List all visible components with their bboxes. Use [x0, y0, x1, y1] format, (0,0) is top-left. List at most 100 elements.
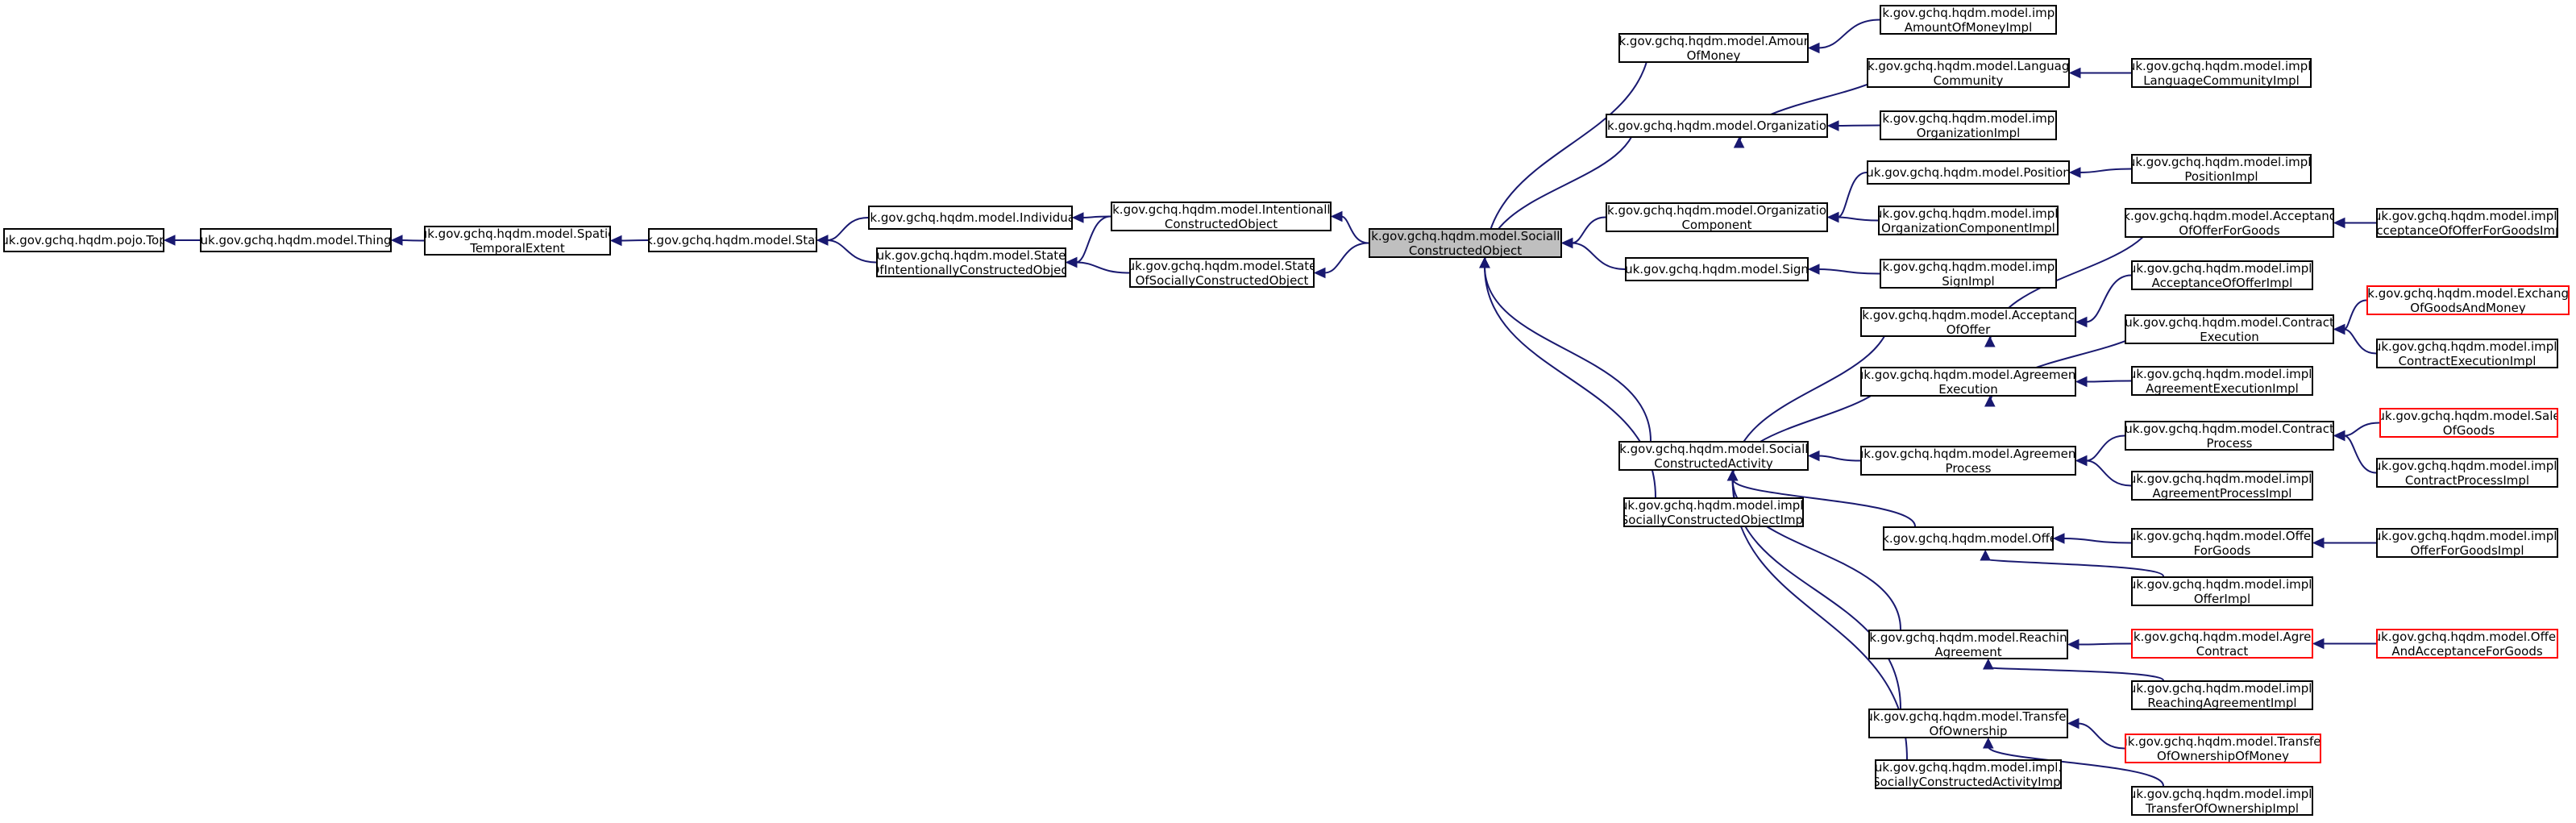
- class-node-state[interactable]: uk.gov.gchq.hqdm.model.State: [648, 228, 817, 252]
- class-node-positionimpl[interactable]: uk.gov.gchq.hqdm.model.impl.PositionImpl: [2131, 154, 2312, 184]
- class-node-top[interactable]: uk.gov.gchq.hqdm.pojo.Top: [3, 228, 164, 252]
- inheritance-arrowhead: [1826, 120, 1839, 131]
- class-node-label: uk.gov.gchq.hqdm.model.State: [1129, 258, 1315, 273]
- class-node-signimpl[interactable]: uk.gov.gchq.hqdm.model.impl.SignImpl: [1880, 259, 2057, 289]
- inheritance-arrowhead: [1807, 42, 1820, 54]
- class-node-scoimpl[interactable]: uk.gov.gchq.hqdm.model.impl.SociallyCons…: [1623, 497, 1804, 527]
- inheritance-arrowhead: [2312, 638, 2325, 650]
- class-node-label: OfGoodsAndMoney: [2410, 300, 2526, 315]
- inheritance-edge: [1837, 124, 1880, 127]
- class-node-label: uk.gov.gchq.hqdm.model.impl.: [2131, 680, 2313, 696]
- inheritance-edge: [620, 239, 649, 242]
- class-node-label: uk.gov.gchq.hqdm.model.Agree: [2131, 629, 2313, 644]
- class-node-label: uk.gov.gchq.hqdm.model.Sale: [2379, 408, 2558, 423]
- inheritance-edge: [2085, 459, 2132, 487]
- class-node-position[interactable]: uk.gov.gchq.hqdm.model.Position: [1867, 160, 2070, 185]
- inheritance-edge: [2085, 380, 2132, 383]
- class-node-label: uk.gov.gchq.hqdm.model.impl.: [2131, 154, 2312, 169]
- inheritance-arrowhead: [1330, 210, 1343, 222]
- class-node-label: Process: [1945, 460, 1992, 476]
- class-node-label: TemporalExtent: [470, 240, 565, 256]
- class-node-langcommimpl[interactable]: uk.gov.gchq.hqdm.model.impl.LanguageComm…: [2131, 58, 2312, 88]
- inheritance-edge: [1484, 32, 1652, 267]
- class-node-label: uk.gov.gchq.hqdm.model.Exchange: [2366, 285, 2570, 301]
- class-node-transferimpl[interactable]: uk.gov.gchq.hqdm.model.impl.TransferOfOw…: [2131, 786, 2313, 816]
- class-node-label: Execution: [1938, 381, 1998, 397]
- inheritance-edge: [1323, 242, 1369, 274]
- class-node-sign[interactable]: uk.gov.gchq.hqdm.model.Sign: [1625, 257, 1809, 281]
- class-node-label: ConstructedActivity: [1654, 455, 1773, 471]
- class-node-amountimpl[interactable]: uk.gov.gchq.hqdm.model.impl.AmountOfMone…: [1880, 5, 2057, 35]
- class-node-orgcompimpl[interactable]: uk.gov.gchq.hqdm.model.impl.Organization…: [1878, 206, 2059, 235]
- inheritance-arrowhead: [2075, 455, 2088, 467]
- class-node-label: ReachingAgreementImpl: [2147, 695, 2297, 710]
- class-node-label: OfOffer: [1946, 322, 1991, 337]
- class-node-orgimpl[interactable]: uk.gov.gchq.hqdm.model.impl.Organization…: [1880, 110, 2057, 140]
- class-node-label: uk.gov.gchq.hqdm.model.impl.: [2131, 260, 2313, 276]
- inheritance-edge: [1731, 478, 1908, 760]
- class-node-label: uk.gov.gchq.hqdm.model.Agreement: [1860, 446, 2076, 461]
- class-node-thing[interactable]: uk.gov.gchq.hqdm.model.Thing: [200, 228, 392, 252]
- class-node-label: uk.gov.gchq.hqdm.model.Individual: [868, 210, 1073, 225]
- class-node-reachingimpl[interactable]: uk.gov.gchq.hqdm.model.impl.ReachingAgre…: [2131, 680, 2313, 710]
- class-node-label: uk.gov.gchq.hqdm.model.Thing: [200, 233, 392, 247]
- class-node-label: uk.gov.gchq.hqdm.model.Spatio: [424, 226, 611, 241]
- class-node-agrexecimpl[interactable]: uk.gov.gchq.hqdm.model.impl.AgreementExe…: [2131, 366, 2313, 396]
- class-node-offer[interactable]: uk.gov.gchq.hqdm.model.Offer: [1883, 526, 2054, 551]
- class-node-contractprocimpl[interactable]: uk.gov.gchq.hqdm.model.impl.ContractProc…: [2376, 458, 2558, 488]
- edge-layer: [163, 19, 2380, 787]
- class-node-aoofgimpl[interactable]: uk.gov.gchq.hqdm.model.impl.AcceptanceOf…: [2376, 208, 2558, 238]
- class-node-individual[interactable]: uk.gov.gchq.hqdm.model.Individual: [868, 206, 1073, 230]
- class-node-label: OfOfferForGoods: [2179, 222, 2280, 238]
- class-node-aooimpl[interactable]: uk.gov.gchq.hqdm.model.impl.AcceptanceOf…: [2131, 260, 2313, 290]
- class-node-label: uk.gov.gchq.hqdm.model.impl.: [2131, 366, 2313, 381]
- inheritance-arrowhead: [1065, 256, 1078, 268]
- class-node-label: PositionImpl: [2184, 168, 2258, 184]
- class-node-offerfgimpl[interactable]: uk.gov.gchq.hqdm.model.impl.OfferForGood…: [2376, 528, 2558, 558]
- inheritance-edge: [2077, 722, 2125, 750]
- class-node-label: uk.gov.gchq.hqdm.model.Acceptance: [1860, 307, 2076, 322]
- class-node-contractexecimpl[interactable]: uk.gov.gchq.hqdm.model.impl.ContractExec…: [2376, 339, 2558, 368]
- class-node-label: OfOwnership: [1929, 723, 2008, 738]
- class-node-label: AgreementProcessImpl: [2152, 485, 2292, 501]
- class-node-label: uk.gov.gchq.hqdm.model.Contract: [2125, 314, 2334, 330]
- inheritance-edge: [1837, 216, 1879, 222]
- class-node-scaimpl[interactable]: uk.gov.gchq.hqdm.model.impl.SociallyCons…: [1875, 759, 2062, 789]
- class-node-label: OfOwnershipOfMoney: [2157, 748, 2289, 763]
- class-node-offerimpl[interactable]: uk.gov.gchq.hqdm.model.impl.OfferImpl: [2131, 576, 2313, 606]
- class-node-label: uk.gov.gchq.hqdm.model.State: [876, 247, 1066, 263]
- class-node-organization[interactable]: uk.gov.gchq.hqdm.model.Organization: [1606, 114, 1828, 138]
- class-node-label: AgreementExecutionImpl: [2146, 380, 2299, 396]
- class-node-label: uk.gov.gchq.hqdm.model.impl.: [2376, 339, 2558, 354]
- inheritance-arrowhead: [2075, 376, 2088, 388]
- class-node-label: ContractProcessImpl: [2404, 472, 2530, 488]
- class-node-label: OfIntentionallyConstructedObject: [876, 262, 1066, 277]
- inheritance-arrowhead: [1479, 256, 1490, 268]
- inheritance-edge: [2077, 642, 2132, 646]
- class-node-agrprocimpl[interactable]: uk.gov.gchq.hqdm.model.impl.AgreementPro…: [2131, 471, 2313, 501]
- inheritance-arrowhead: [609, 235, 622, 247]
